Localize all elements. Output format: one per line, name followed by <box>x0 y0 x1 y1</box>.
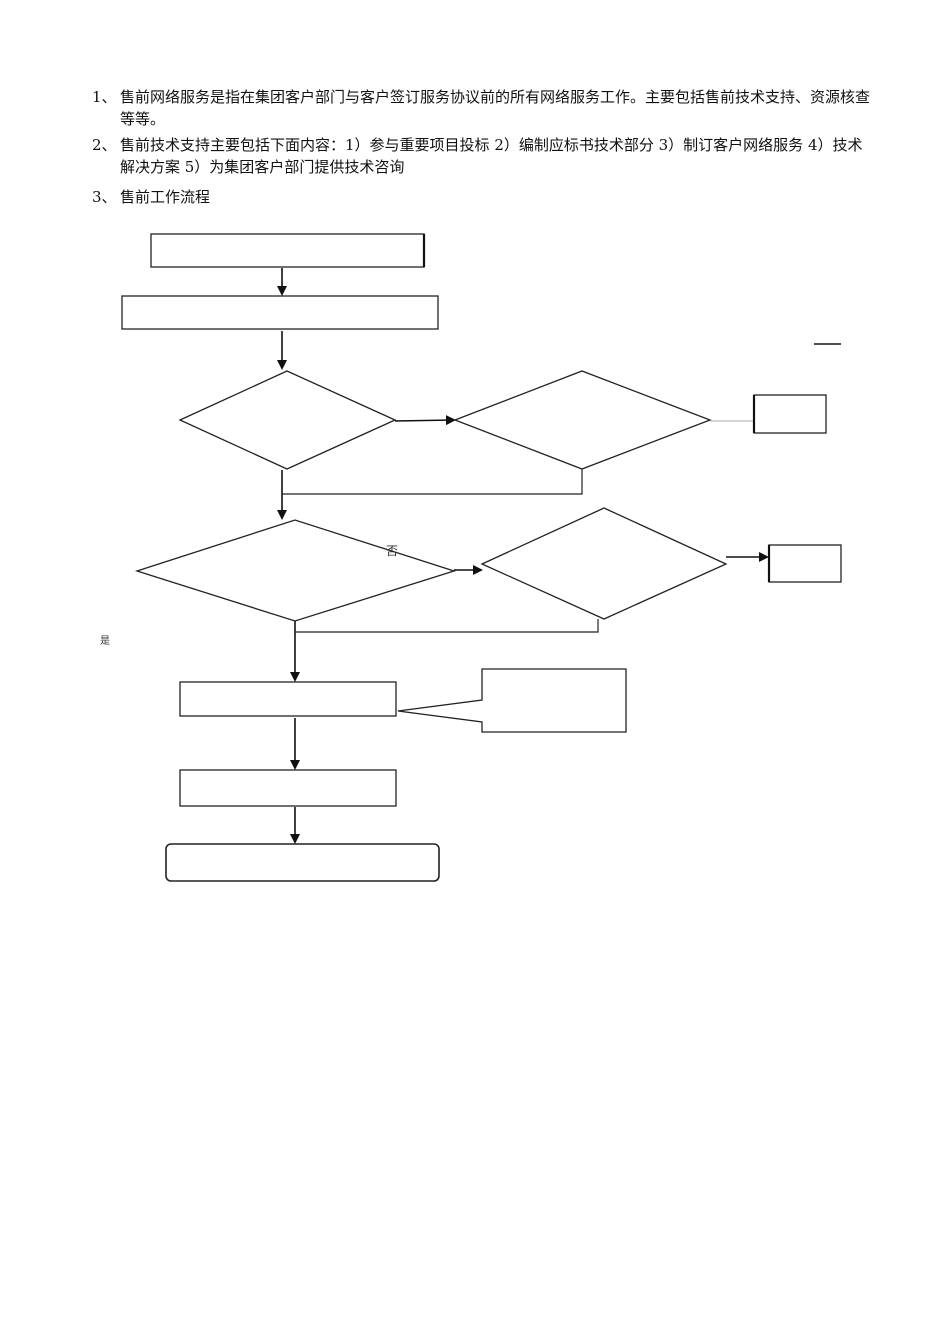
flow-return-2 <box>295 619 599 633</box>
flow-decision-1-side <box>453 370 712 470</box>
flow-box-step-2 <box>121 295 439 330</box>
flow-decision-2 <box>134 519 457 622</box>
flow-box-end <box>165 843 440 882</box>
flow-box-step-4 <box>179 769 397 807</box>
flow-return-1 <box>282 469 583 495</box>
flow-decision-1 <box>178 370 397 470</box>
flow-label-no: 否 <box>386 544 399 558</box>
list-item-number: 2、 <box>92 136 117 154</box>
list-item-3: 3、 售前工作流程 <box>92 186 872 208</box>
flow-box-start <box>150 233 425 268</box>
list-item-text: 售前技术支持主要包括下面内容：1）参与重要项目投标 2）编制应标书技术部分 3）… <box>120 136 863 176</box>
list-item-2: 2、 售前技术支持主要包括下面内容：1）参与重要项目投标 2）编制应标书技术部分… <box>92 134 872 178</box>
flow-callout <box>397 668 627 733</box>
flow-box-side-1 <box>753 394 827 434</box>
flow-decision-2-side <box>480 507 728 620</box>
list-item-1: 1、 售前网络服务是指在集团客户部门与客户签订服务协议前的所有网络服务工作。主要… <box>92 86 872 130</box>
flow-arrow-decision-1-side <box>394 415 456 426</box>
list-item-number: 3、 <box>92 188 117 206</box>
flow-box-side-2 <box>768 544 842 583</box>
list-item-text: 售前网络服务是指在集团客户部门与客户签订服务协议前的所有网络服务工作。主要包括售… <box>120 88 871 128</box>
list-item-text: 售前工作流程 <box>120 188 211 206</box>
list-item-number: 1、 <box>92 88 117 106</box>
flow-box-step-3 <box>179 681 397 717</box>
flow-label-yes: 是 <box>100 636 110 647</box>
